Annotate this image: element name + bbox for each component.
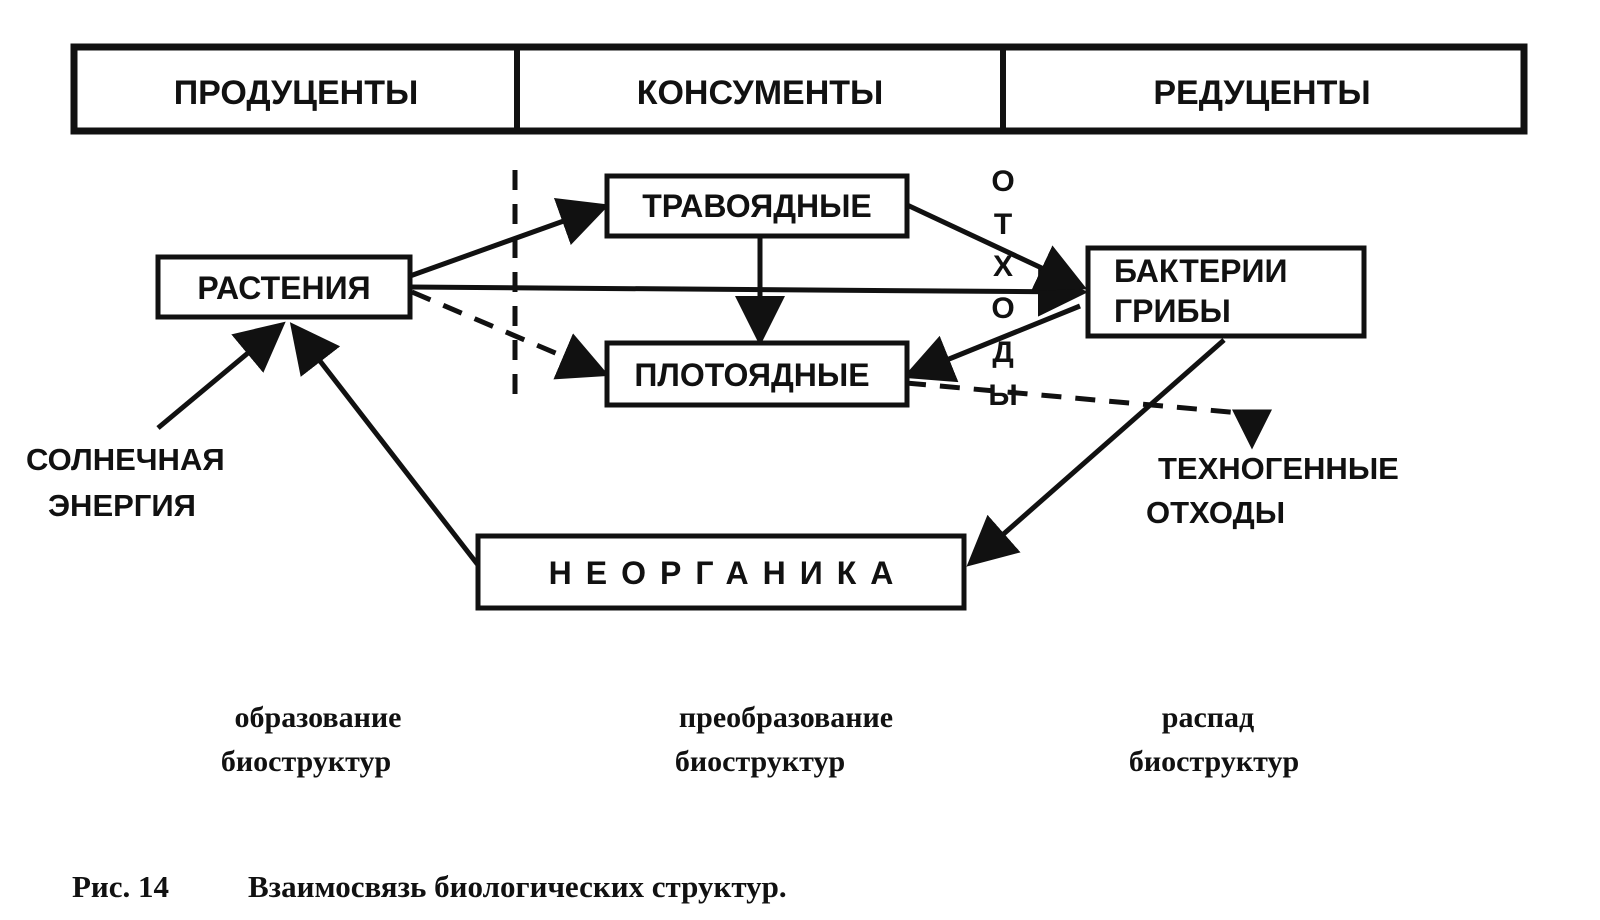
waste-letter: Д bbox=[992, 336, 1013, 369]
process-transformation-line1: преобразование bbox=[679, 701, 893, 734]
process-formation-line1: образование bbox=[235, 701, 402, 734]
node-herbivores: ТРАВОЯДНЫЕ bbox=[604, 173, 910, 239]
diagram-edges bbox=[156, 197, 1272, 567]
node-decomposers: БАКТЕРИИ ГРИБЫ bbox=[1085, 245, 1367, 339]
carnivores-box bbox=[604, 340, 910, 408]
techno-waste-label-line1: ТЕХНОГЕННЫЕ bbox=[1158, 451, 1399, 486]
figure-number: Рис. 14 bbox=[72, 869, 169, 904]
waste-letter: Х bbox=[993, 250, 1013, 283]
herbivores-box bbox=[604, 173, 910, 239]
plants-label: РАСТЕНИЯ bbox=[197, 270, 370, 306]
arrow-plants-to-decomposers bbox=[409, 266, 1088, 317]
process-decay-line1: распад bbox=[1162, 701, 1254, 734]
decomposers-label-line1: БАКТЕРИИ bbox=[1114, 253, 1287, 289]
solar-energy-label-line1: СОЛНЕЧНАЯ bbox=[26, 442, 225, 477]
inorganic-box bbox=[475, 533, 967, 611]
process-decay-line2: биоструктур bbox=[1129, 745, 1299, 778]
arrow-decomposers-to-carnivores bbox=[902, 303, 1081, 383]
decomposers-box bbox=[1085, 245, 1367, 339]
header-producers: ПРОДУЦЕНТЫ bbox=[174, 74, 419, 112]
plants-box bbox=[155, 254, 413, 320]
inorganic-label: НЕОРГАНИКА bbox=[549, 555, 908, 591]
arrow-inorganic-to-plants bbox=[289, 322, 480, 567]
node-plants: РАСТЕНИЯ bbox=[155, 254, 413, 320]
trophic-level-header: ПРОДУЦЕНТЫ КОНСУМЕНТЫ РЕДУЦЕНТЫ bbox=[70, 43, 1528, 135]
process-labels: образование биоструктур преобразование б… bbox=[221, 701, 1299, 778]
waste-vertical-label: О Т Х О Д Ы bbox=[988, 165, 1017, 412]
arrow-herbivores-to-decomposers bbox=[903, 201, 1088, 291]
figure-caption: Рис. 14 Взаимосвязь биологических структ… bbox=[72, 869, 787, 904]
process-transformation-line2: биоструктур bbox=[675, 745, 845, 778]
node-inorganic: НЕОРГАНИКА bbox=[475, 533, 967, 611]
figure-caption-text: Взаимосвязь биологических структур. bbox=[248, 869, 787, 904]
header-decomposers: РЕДУЦЕНТЫ bbox=[1153, 74, 1370, 112]
arrow-solar-to-plants bbox=[156, 321, 286, 430]
header-consumers: КОНСУМЕНТЫ bbox=[637, 74, 884, 112]
waste-letter: Т bbox=[994, 208, 1012, 241]
arrow-carnivores-to-techno-waste bbox=[905, 380, 1272, 450]
node-carnivores: ПЛОТОЯДНЫЕ bbox=[604, 340, 910, 408]
arrow-plants-to-carnivores bbox=[411, 289, 610, 380]
arrow-decomposers-to-inorganic bbox=[966, 338, 1226, 567]
carnivores-label: ПЛОТОЯДНЫЕ bbox=[634, 357, 869, 393]
process-formation-line2: биоструктур bbox=[221, 745, 391, 778]
header-frame bbox=[70, 43, 1528, 135]
waste-letter: О bbox=[991, 292, 1014, 325]
solar-energy-label-line2: ЭНЕРГИЯ bbox=[48, 488, 196, 523]
herbivores-label: ТРАВОЯДНЫЕ bbox=[642, 188, 872, 224]
waste-letter: О bbox=[991, 165, 1014, 198]
techno-waste-label-line2: ОТХОДЫ bbox=[1146, 495, 1285, 530]
decomposers-label-line2: ГРИБЫ bbox=[1114, 293, 1231, 329]
waste-letter: Ы bbox=[988, 379, 1017, 412]
arrow-plants-to-herbivores bbox=[409, 197, 610, 279]
